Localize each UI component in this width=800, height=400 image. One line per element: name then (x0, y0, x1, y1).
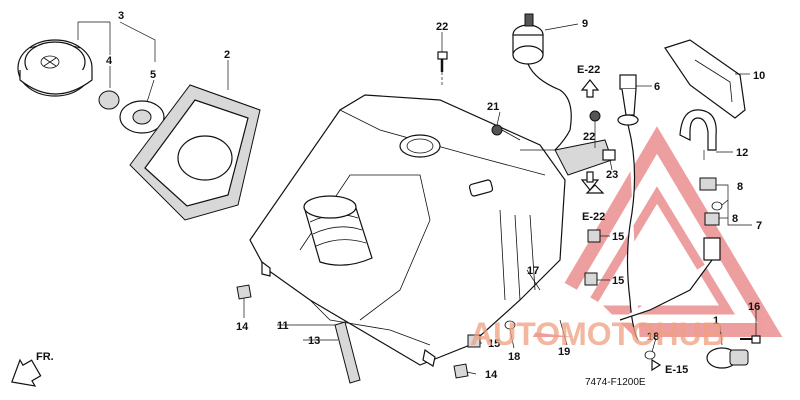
hose-clamp-1 (504, 320, 516, 330)
callout-8b: 8 (732, 213, 738, 225)
callout-19: 19 (558, 346, 570, 358)
diagram-code: 7474-F1200E (585, 377, 646, 388)
callout-12: 12 (736, 147, 748, 159)
bushing-3 (467, 334, 481, 348)
ref-e22-upper: E-22 (577, 64, 600, 76)
callout-8a: 8 (737, 181, 743, 193)
wire-connector (491, 124, 521, 141)
callout-6: 6 (654, 81, 660, 93)
callout-15a: 15 (612, 231, 624, 243)
bushing-2 (584, 272, 598, 286)
watermark-logo (532, 126, 783, 337)
ref-arrow-up (580, 79, 600, 98)
clip-lower (453, 363, 469, 379)
ref-e22-lower: E-22 (582, 211, 605, 223)
strap-band (679, 109, 717, 160)
front-label: FR. (36, 351, 54, 363)
filler-tray (129, 84, 261, 221)
callout-23: 23 (606, 169, 618, 181)
bushing-1 (587, 229, 601, 243)
hose-clamp-2 (644, 350, 656, 360)
ref-arrow-right (651, 358, 662, 372)
cap-gasket (119, 100, 165, 134)
fitting-lower (619, 212, 721, 321)
callout-10: 10 (753, 70, 765, 82)
callout-15c: 15 (488, 338, 500, 350)
callout-18b: 18 (647, 331, 659, 343)
filler-neck (617, 74, 641, 346)
o-ring (711, 201, 723, 211)
fuel-tank-cover (249, 94, 566, 367)
callout-2: 2 (224, 49, 230, 61)
callout-1: 1 (713, 315, 719, 327)
leader-lines (77, 21, 757, 375)
cap-seal (98, 90, 120, 110)
bracket-clip (602, 149, 616, 161)
drain-tube (513, 283, 642, 347)
screw (740, 335, 761, 344)
callout-14b: 14 (485, 369, 498, 381)
callout-11: 11 (277, 320, 289, 332)
callout-21: 22 (436, 21, 448, 33)
fuel-valve (706, 347, 749, 369)
callout-14a: 14 (236, 321, 249, 333)
callout-labels: 3 4 5 2 22 9 6 10 21 22 12 23 8 8 7 15 1… (36, 10, 765, 388)
ref-e15: E-15 (665, 364, 688, 376)
front-arrow (11, 358, 42, 387)
callout-13: 13 (308, 335, 320, 347)
bolt (437, 51, 448, 85)
ignition-switch (512, 13, 572, 151)
callout-4: 4 (106, 55, 113, 67)
callout-7: 7 (756, 220, 762, 232)
callout-16: 16 (748, 301, 760, 313)
clip-upper (236, 284, 252, 300)
rubber-strip (334, 321, 361, 384)
callout-3: 3 (118, 10, 124, 22)
watermark-text: AUTOMOTOHUB (470, 316, 725, 352)
callout-22: 22 (583, 131, 595, 143)
callout-18a: 18 (508, 351, 520, 363)
side-cover (664, 39, 746, 119)
callout-20: 21 (487, 101, 499, 113)
ref-arrow-down (580, 171, 605, 194)
fuel-cap (17, 39, 93, 97)
fitting-upper (699, 177, 717, 191)
callout-17: 17 (527, 265, 539, 277)
callout-5: 5 (150, 69, 156, 81)
callout-15b: 15 (612, 275, 624, 287)
callout-9: 9 (582, 18, 588, 30)
